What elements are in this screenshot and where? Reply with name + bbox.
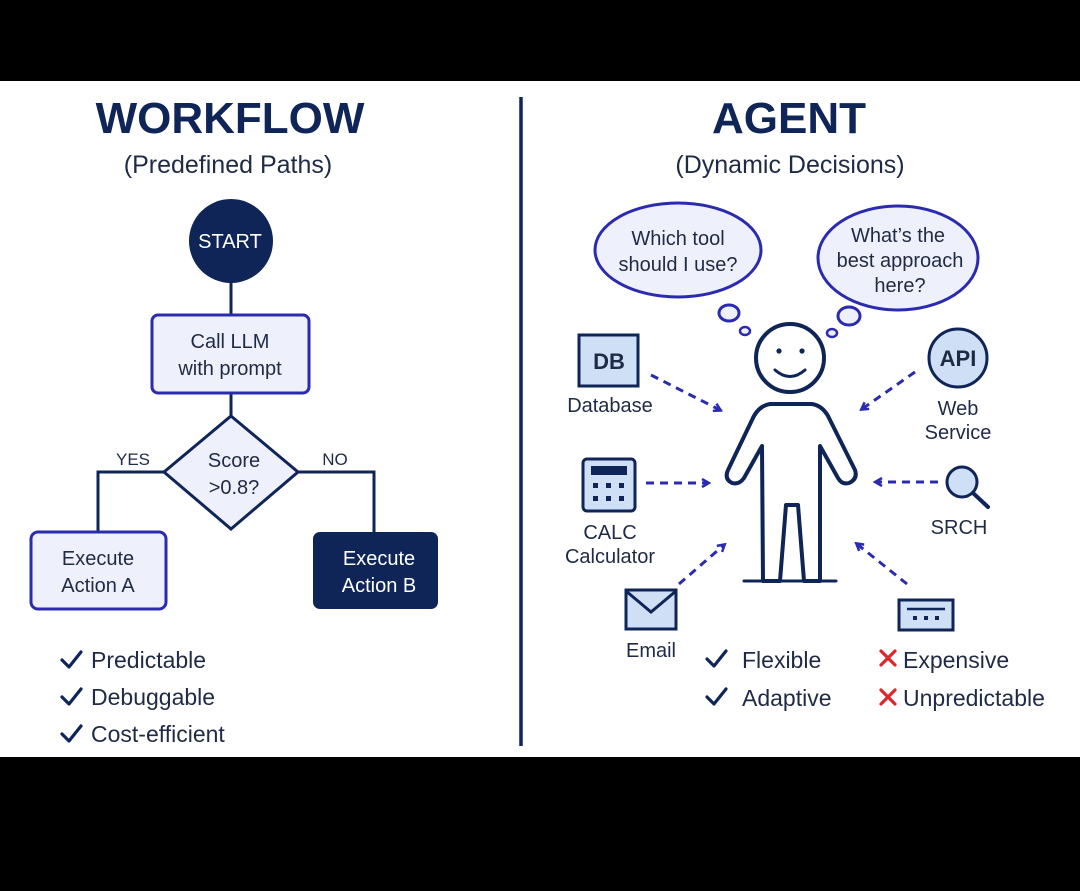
database-tool: DB Database bbox=[567, 333, 653, 417]
workflow-connectors bbox=[96, 282, 376, 532]
agent-pro-2: Adaptive bbox=[742, 685, 832, 711]
bottom-letterbox bbox=[0, 757, 1080, 891]
agent-cons-list: Expensive Unpredictable bbox=[879, 647, 1045, 711]
calculator-icon bbox=[593, 483, 624, 501]
thought-right-line-3: here? bbox=[874, 275, 925, 297]
agent-pro-1: Flexible bbox=[742, 647, 821, 673]
web-service-line-2: Service bbox=[925, 422, 992, 444]
call-llm-line-2: with prompt bbox=[177, 358, 282, 380]
agent-pros-list: Flexible Adaptive bbox=[705, 647, 832, 711]
keyboard-icon bbox=[897, 598, 955, 632]
workflow-pro-2: Debuggable bbox=[91, 684, 215, 710]
workflow-pro-3: Cost-efficient bbox=[91, 721, 225, 747]
decision-line-1: Score bbox=[208, 450, 260, 472]
call-llm-node: Call LLM with prompt bbox=[150, 313, 311, 395]
api-icon: API bbox=[940, 346, 977, 371]
action-a-line-2: Action A bbox=[61, 575, 135, 597]
check-icon bbox=[60, 687, 83, 706]
arrow-db bbox=[650, 373, 720, 410]
device-tool bbox=[897, 598, 955, 632]
start-label: START bbox=[198, 231, 262, 253]
cross-icon bbox=[879, 688, 897, 706]
no-label: NO bbox=[322, 450, 348, 469]
calc-label-line-1: CALC bbox=[583, 522, 636, 544]
agent-con-2: Unpredictable bbox=[903, 685, 1045, 711]
action-a-line-1: Execute bbox=[62, 548, 134, 570]
workflow-pros-list: Predictable Debuggable Cost-efficient bbox=[60, 647, 225, 747]
agent-figure bbox=[724, 322, 858, 583]
workflow-pro-1: Predictable bbox=[91, 647, 206, 673]
decision-line-2: >0.8? bbox=[209, 477, 260, 499]
comparison-panel: WORKFLOW (Predefined Paths) START Call L… bbox=[0, 81, 1080, 757]
thought-bubble-right: What’s the best approach here? bbox=[816, 204, 980, 339]
search-icon bbox=[945, 465, 990, 509]
database-label: Database bbox=[567, 395, 653, 417]
db-icon: DB bbox=[593, 349, 625, 374]
start-node: START bbox=[189, 199, 273, 283]
thought-left-line-1: Which tool bbox=[631, 228, 724, 250]
workflow-vs-agent-diagram: WORKFLOW (Predefined Paths) START Call L… bbox=[29, 94, 1045, 747]
agent-con-1: Expensive bbox=[903, 647, 1009, 673]
thought-bubble-left: Which tool should I use? bbox=[593, 201, 763, 337]
cross-icon bbox=[879, 649, 897, 667]
yes-label: YES bbox=[116, 450, 150, 469]
calc-label-line-2: Calculator bbox=[565, 546, 655, 568]
workflow-title: WORKFLOW bbox=[96, 94, 365, 143]
email-label: Email bbox=[626, 640, 676, 662]
action-b-line-1: Execute bbox=[343, 548, 415, 570]
action-b-line-2: Action B bbox=[342, 575, 416, 597]
thought-left-line-2: should I use? bbox=[619, 254, 738, 276]
calculator-tool: CALC Calculator bbox=[565, 457, 655, 568]
agent-title: AGENT bbox=[712, 94, 866, 143]
api-tool: API Web Service bbox=[925, 327, 992, 444]
check-icon bbox=[60, 724, 83, 743]
arrow-device bbox=[857, 544, 908, 586]
email-icon bbox=[624, 588, 678, 631]
check-icon bbox=[705, 687, 728, 706]
web-service-line-1: Web bbox=[938, 398, 979, 420]
arrow-email bbox=[678, 545, 724, 586]
search-label: SRCH bbox=[931, 517, 988, 539]
agent-subtitle: (Dynamic Decisions) bbox=[675, 151, 904, 179]
thought-right-line-1: What’s the bbox=[851, 225, 945, 247]
check-icon bbox=[705, 649, 728, 668]
call-llm-line-1: Call LLM bbox=[191, 331, 270, 353]
workflow-subtitle: (Predefined Paths) bbox=[124, 151, 332, 179]
top-letterbox bbox=[0, 0, 1080, 81]
arrow-api bbox=[862, 370, 916, 409]
check-icon bbox=[60, 650, 83, 669]
decision-node: Score >0.8? bbox=[161, 414, 301, 531]
thought-right-line-2: best approach bbox=[837, 250, 964, 272]
action-b-node: Execute Action B bbox=[313, 532, 438, 609]
email-tool: Email bbox=[624, 588, 678, 662]
search-tool: SRCH bbox=[931, 465, 990, 539]
action-a-node: Execute Action A bbox=[29, 530, 168, 611]
